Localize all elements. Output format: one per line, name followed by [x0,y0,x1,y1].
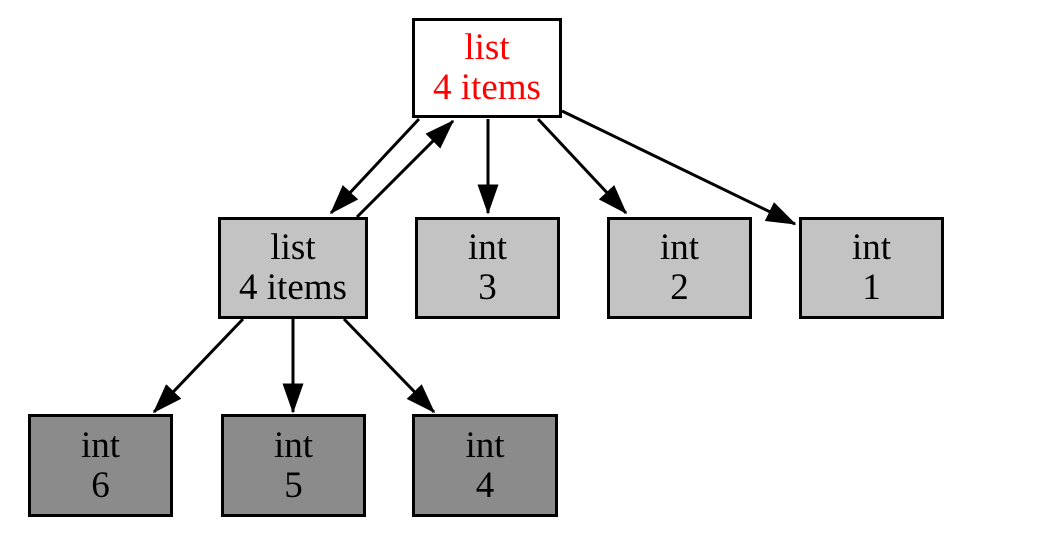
node-value-label: 1 [862,267,881,308]
node-list-nested: list 4 items [218,217,368,319]
node-value-label: 2 [670,267,689,308]
node-int-2: int 2 [607,217,752,319]
node-value-label: 4 [475,464,495,506]
edge-root-to-sublist [329,117,421,215]
edge-sublist-to-int4 [342,317,436,414]
node-value-label: 5 [284,464,303,506]
node-list-root: list 4 items [412,18,562,118]
edge-sublist-to-root [355,119,455,219]
node-int-4: int 4 [412,414,558,517]
node-type-label: list [270,227,316,268]
node-int-6: int 6 [28,414,173,517]
node-value-label: 4 items [433,67,541,108]
node-type-label: int [80,424,121,466]
edge-sublist-to-int6 [152,317,245,414]
node-int-1: int 1 [799,217,944,319]
node-value-label: 3 [478,267,497,308]
node-int-5: int 5 [221,414,366,517]
node-type-label: int [659,227,700,268]
node-type-label: list [464,27,510,68]
node-type-label: int [273,424,314,466]
node-value-label: 6 [91,464,110,506]
node-value-label: 4 items [239,267,347,308]
node-type-label: int [851,227,892,268]
edge-root-to-int1 [561,109,797,226]
node-type-label: int [467,227,508,268]
node-int-3: int 3 [415,217,560,319]
node-type-label: int [465,424,505,466]
edge-root-to-int2 [536,117,628,215]
